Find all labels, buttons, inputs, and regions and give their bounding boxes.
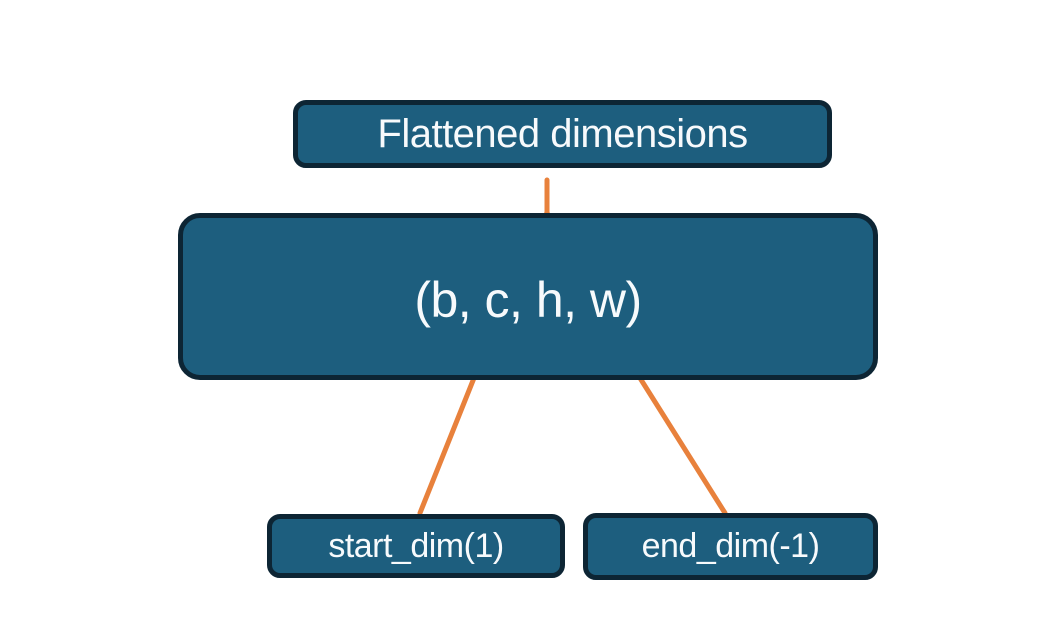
start-dim-box: start_dim(1) xyxy=(267,514,565,578)
start-dim-arrow xyxy=(417,346,487,516)
end-dim-label: end_dim(-1) xyxy=(641,527,820,565)
end-dim-box: end_dim(-1) xyxy=(583,513,878,580)
tensor-shape-box: (b, c, h, w) xyxy=(178,213,878,380)
tensor-shape-label: (b, c, h, w) xyxy=(414,271,642,328)
end-dim-arrow xyxy=(618,343,728,516)
flattened-dimensions-box: Flattened dimensions xyxy=(293,100,832,168)
start-dim-label: start_dim(1) xyxy=(328,526,504,565)
flattened-dimensions-label: Flattened dimensions xyxy=(377,111,748,156)
